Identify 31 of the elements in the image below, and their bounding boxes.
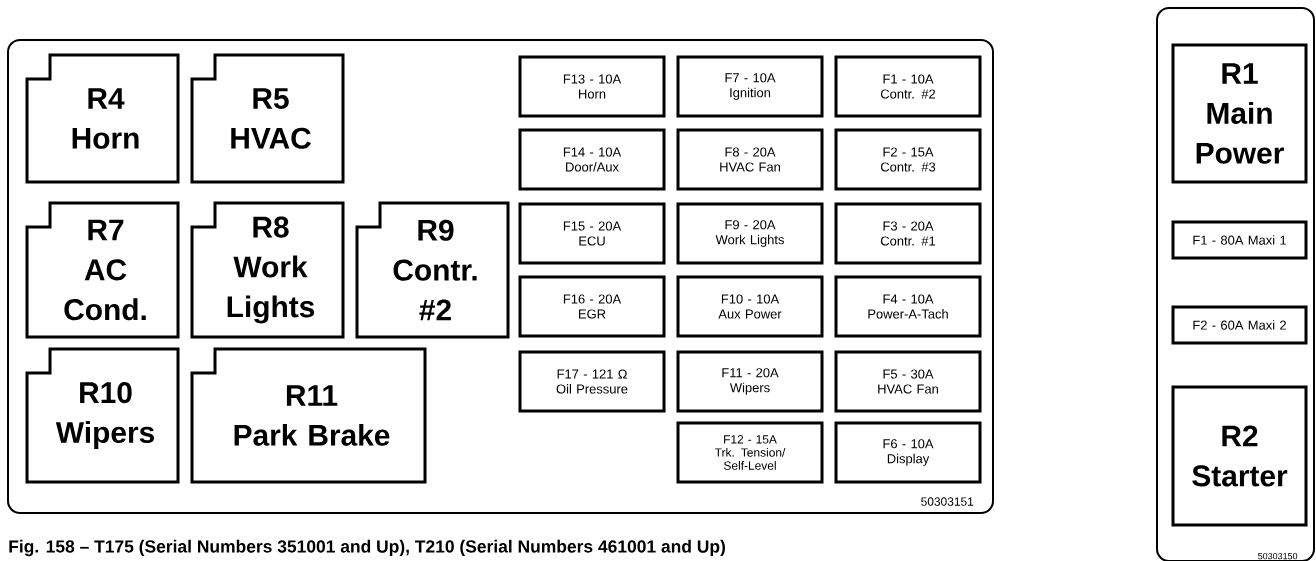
fuse-slot: F12 - 15A Trk. Tension/ Self-Level [676,421,824,484]
fuse-slot: F2 - 60A Maxi 2 [1171,305,1308,345]
fuse-slot: F11 - 20A Wipers [676,350,824,413]
relay-socket: R11 Park Brake [190,347,427,484]
relay-socket: R5 HVAC [190,53,345,184]
fuse-slot: F17 - 121 Ω Oil Pressure [518,350,666,413]
relay-socket: R7 AC Cond. [25,201,180,339]
fuse-slot: F1 - 80A Maxi 1 [1171,220,1308,260]
fuse-slot: F14 - 10A Door/Aux [518,128,666,191]
fuse-slot: F13 - 10A Horn [518,55,666,118]
relay-socket: R9 Contr. #2 [355,201,510,339]
fuse-slot: F5 - 30A HVAC Fan [834,350,982,413]
fuse-slot: F2 - 15A Contr. #3 [834,128,982,191]
fuse-slot: F1 - 10A Contr. #2 [834,55,982,118]
fuse-slot: F8 - 20A HVAC Fan [676,128,824,191]
figure-caption: Fig. 158 – T175 (Serial Numbers 351001 and Up), T210 (Serial Numbers 461001 and Up) [9,539,725,557]
relay-socket: R2 Starter [1171,385,1308,527]
fuse-slot: F10 - 10A Aux Power [676,275,824,338]
fuse-slot: F16 - 20A EGR [518,275,666,338]
fuse-slot: F15 - 20A ECU [518,202,666,265]
relay-socket: R10 Wipers [25,347,180,484]
part-number: 50303150 [1258,552,1298,560]
fuse-slot: F9 - 20A Work Lights [676,202,824,265]
relay-socket: R4 Horn [25,53,180,184]
relay-socket: R8 Work Lights [190,201,345,339]
fuse-slot: F7 - 10A Ignition [676,55,824,118]
fuse-slot: F3 - 20A Contr. #1 [834,202,982,265]
fuse-slot: F6 - 10A Display [834,421,982,484]
part-number: 50303151 [921,497,974,506]
fuse-slot: F4 - 10A Power-A-Tach [834,275,982,338]
relay-socket: R1 Main Power [1171,43,1308,184]
